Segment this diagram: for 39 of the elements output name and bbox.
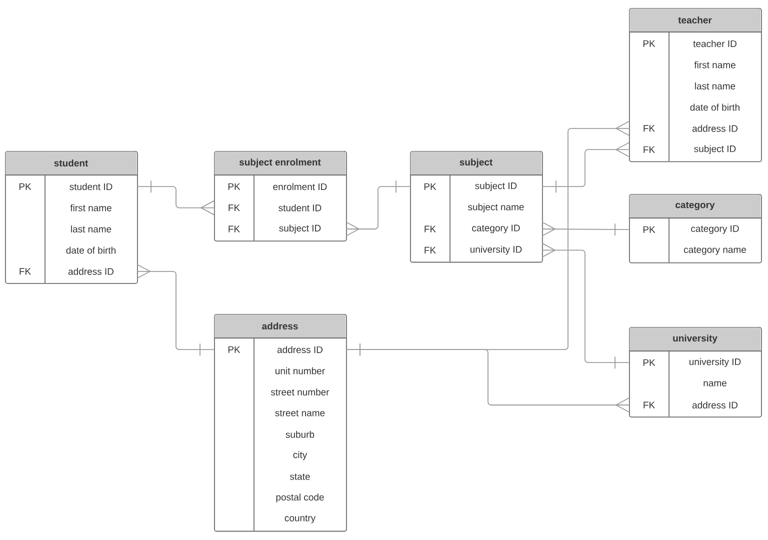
- table-row: FK address ID: [644, 402, 738, 408]
- table-row: last name: [71, 226, 112, 232]
- relationship-line: [346, 343, 630, 412]
- table-row: FK address ID: [20, 268, 114, 275]
- table-row: first name: [694, 61, 736, 68]
- table-row: PK category ID: [643, 225, 739, 234]
- relationship-line: [542, 142, 630, 194]
- table-row: subject name: [468, 203, 524, 212]
- table-row: FK subject ID: [644, 145, 736, 154]
- relationship-line: [136, 180, 214, 216]
- table-row: FK address ID: [644, 124, 738, 132]
- table-row: postal code: [276, 494, 324, 502]
- relationship-line: [346, 180, 410, 236]
- table-row: FK subject ID: [228, 224, 321, 234]
- table-row: PK teacher ID: [643, 40, 736, 48]
- table-row: FK student ID: [228, 204, 322, 212]
- table-row: PK address ID: [228, 346, 323, 354]
- table-row: name: [704, 381, 726, 386]
- table-row: FK category ID: [424, 224, 520, 234]
- table-row: country: [284, 515, 316, 524]
- table-row: city: [293, 451, 308, 460]
- table-row: date of birth: [66, 246, 116, 254]
- table-row: first name: [70, 204, 112, 212]
- table-row: street number: [270, 388, 330, 396]
- table-row: PK subject ID: [424, 182, 517, 192]
- table-row: street name: [275, 410, 325, 416]
- table-row: FK university ID: [424, 246, 522, 255]
- relationship-line: [136, 264, 214, 356]
- table-row: suburb: [286, 430, 314, 438]
- table-row: state: [290, 474, 310, 480]
- table-row: unit number: [276, 367, 325, 374]
- relationship-line: [542, 242, 630, 370]
- relationship-line: [542, 222, 630, 236]
- table-row: PK student ID: [19, 183, 112, 190]
- table-row: PK university ID: [643, 358, 741, 368]
- table-row: last name: [695, 82, 736, 90]
- table-row: category name: [684, 246, 746, 255]
- table-row: date of birth: [690, 104, 740, 111]
- table-row: PK enrolment ID: [228, 183, 327, 190]
